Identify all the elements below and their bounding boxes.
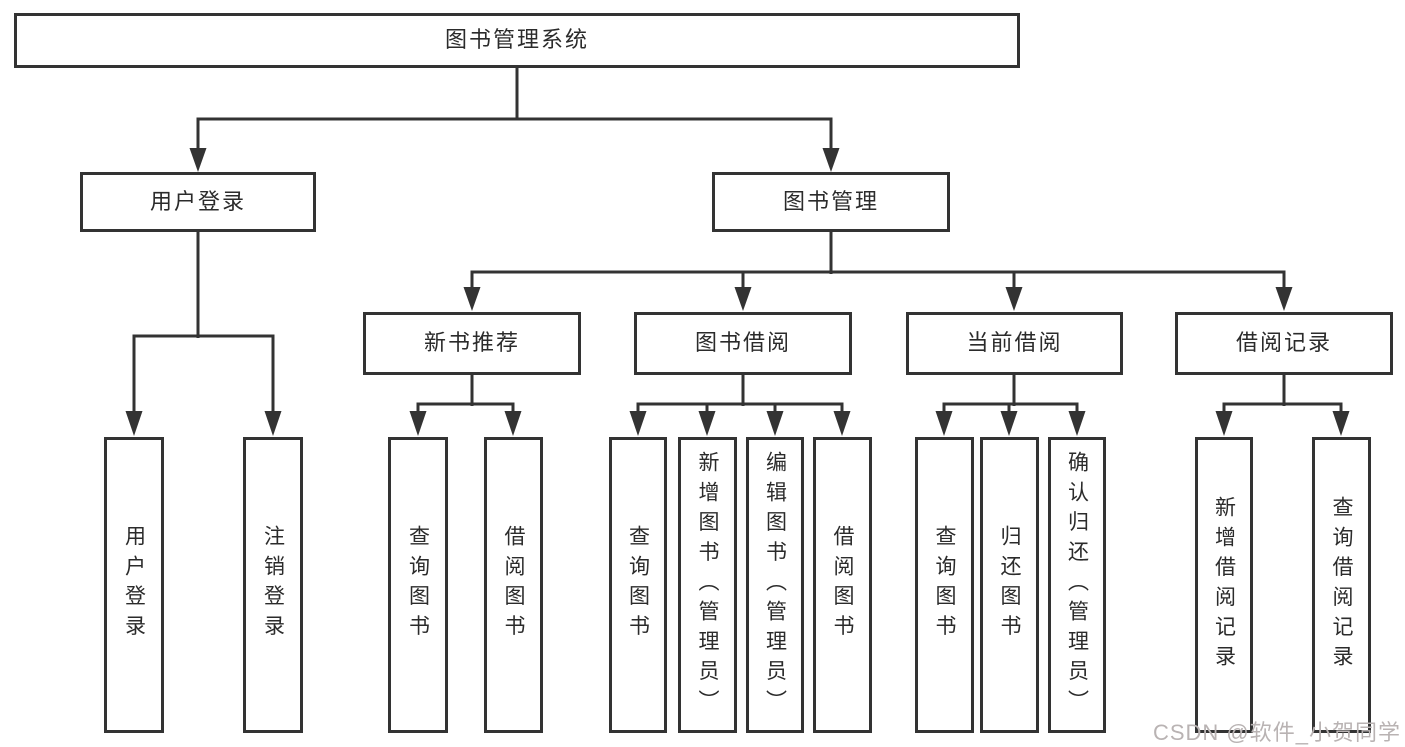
leaf-label: 新增图书（管理员）	[696, 450, 719, 720]
leaf-label: 查询图书	[406, 525, 430, 645]
node-logout-leaf: 注销登录	[243, 437, 303, 733]
leaf-label: 归还图书	[998, 525, 1021, 645]
leaf-label: 借阅图书	[831, 525, 854, 645]
node-user-login: 用户登录	[80, 172, 316, 232]
node-current-borrowing: 当前借阅	[906, 312, 1123, 375]
leaf-label: 新增借阅记录	[1212, 495, 1236, 675]
node-borrowing-records: 借阅记录	[1175, 312, 1393, 375]
node-query-books-borrow: 查询图书	[609, 437, 667, 733]
node-add-borrow-record: 新增借阅记录	[1195, 437, 1253, 733]
leaf-label: 查询图书	[933, 525, 956, 645]
leaf-label: 注销登录	[261, 525, 285, 645]
leaf-label: 借阅图书	[502, 525, 525, 645]
leaf-label: 查询图书	[626, 525, 650, 645]
leaf-label: 编辑图书（管理员）	[763, 450, 787, 720]
node-borrow-books-rec: 借阅图书	[484, 437, 543, 733]
node-confirm-return-admin: 确认归还（管理员）	[1048, 437, 1106, 733]
leaf-label: 查询借阅记录	[1330, 495, 1353, 675]
node-book-management: 图书管理	[712, 172, 950, 232]
node-edit-books-admin: 编辑图书（管理员）	[746, 437, 804, 733]
node-return-books: 归还图书	[980, 437, 1039, 733]
node-query-books-current: 查询图书	[915, 437, 974, 733]
leaf-label: 用户登录	[122, 525, 146, 645]
node-borrow-books-leaf: 借阅图书	[813, 437, 872, 733]
node-new-book-recommendation: 新书推荐	[363, 312, 581, 375]
node-user-login-leaf: 用户登录	[104, 437, 164, 733]
node-query-borrow-record: 查询借阅记录	[1312, 437, 1371, 733]
node-add-books-admin: 新增图书（管理员）	[678, 437, 737, 733]
node-book-borrowing: 图书借阅	[634, 312, 852, 375]
csdn-watermark: CSDN @软件_小贺同学	[1152, 720, 1401, 745]
node-library-management-system: 图书管理系统	[14, 13, 1020, 68]
leaf-label: 确认归还（管理员）	[1065, 450, 1089, 720]
node-query-books-rec: 查询图书	[388, 437, 448, 733]
